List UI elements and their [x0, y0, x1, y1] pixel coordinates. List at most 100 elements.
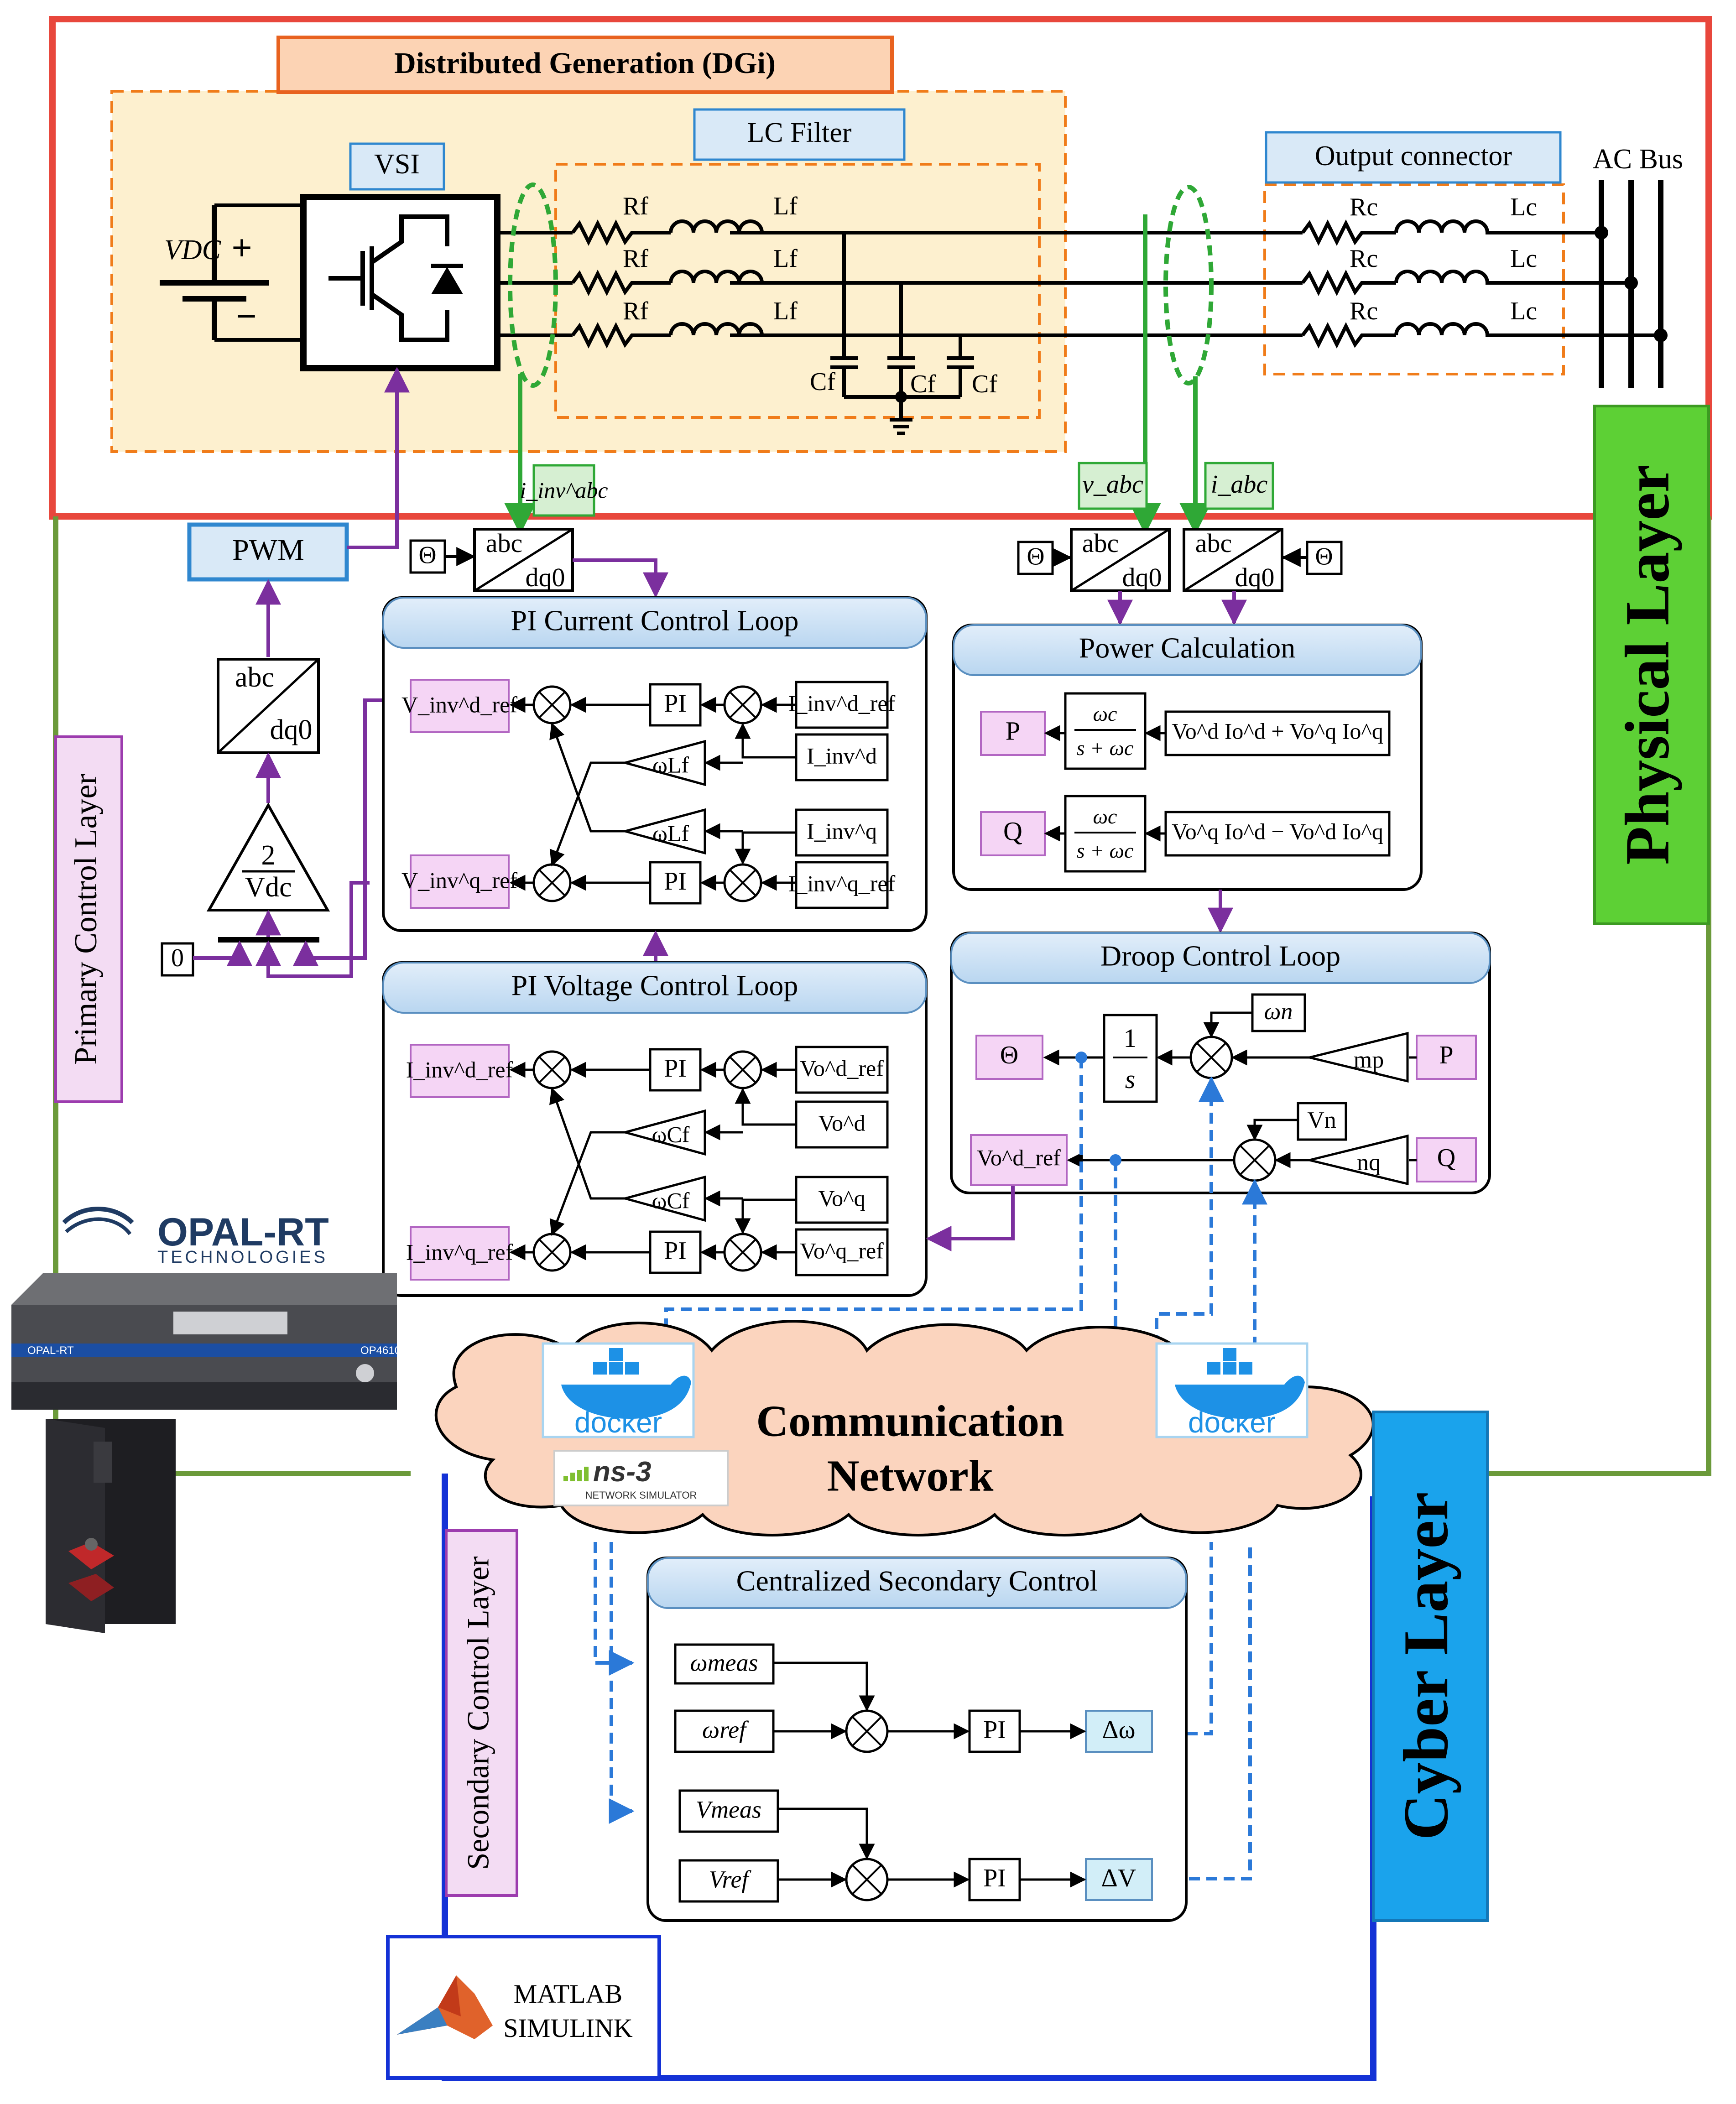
lc-label-3: Lc [1510, 297, 1537, 325]
dc-source [160, 203, 303, 342]
lf-label-2: Lf [773, 245, 798, 273]
vsi-label: VSI [374, 149, 420, 180]
droop-vo-ref-box [970, 1134, 1068, 1186]
secondary-control-header [647, 1557, 1187, 1609]
v-meas-box [678, 1789, 779, 1833]
voltage-vq-ref: Vo^q_ref [800, 1238, 884, 1263]
output-connector-region [1263, 183, 1565, 375]
v-abc-label: v_abc [1082, 470, 1143, 499]
current-id-ref: I_inv^d_ref [788, 690, 896, 716]
droop-vo-ref: Vo^d_ref [977, 1145, 1061, 1170]
lf-label-3: Lf [773, 297, 798, 325]
power-calc-title: Power Calculation [1079, 632, 1296, 664]
opal-unit-brand: OPAL-RT [27, 1344, 74, 1357]
rf-label-1: Rf [623, 192, 648, 220]
theta-box-v [1017, 541, 1054, 575]
power-tf-q-den: s + ωc [1077, 839, 1134, 862]
droop-nq-gain [1309, 1134, 1409, 1186]
theta-current: Θ [419, 541, 437, 568]
droop-header [950, 932, 1491, 984]
docker-logo-left: docker [542, 1342, 695, 1439]
current-iq-box [795, 808, 889, 857]
physical-layer-title: Physical Layer [1612, 464, 1682, 865]
matlab-simulink-logo: MATLAB SIMULINK [386, 1935, 661, 2080]
voltage-iq-ref-box [410, 1226, 510, 1281]
droop-title: Droop Control Loop [1100, 940, 1340, 972]
matlab-line1: MATLAB [514, 1979, 622, 2009]
power-p: P [1006, 716, 1020, 745]
droop-wn-box [1251, 993, 1306, 1032]
physical-layer-tag [1593, 405, 1710, 925]
current-pi-d-label: PI [664, 689, 687, 718]
i-inv-label: i_inv^abc [520, 477, 608, 503]
voltage-vd-box [795, 1100, 889, 1149]
primary-layer-tag [54, 735, 123, 1103]
dg-title-box [276, 36, 894, 94]
power-p-box [980, 711, 1046, 756]
voltage-current-sensor-ellipse [1163, 185, 1214, 385]
w-ref-box [674, 1709, 775, 1753]
rf-label-3: Rf [623, 297, 648, 325]
diode-symbol [431, 267, 463, 294]
matlab-line2: SIMULINK [503, 2013, 633, 2043]
dc-plus: + [231, 228, 252, 268]
network-line1: Communication [756, 1396, 1064, 1446]
desktop-pc [46, 1419, 176, 1633]
voltage-vq: Vo^q [818, 1185, 865, 1211]
ns3-sub: NETWORK SIMULATOR [585, 1489, 697, 1501]
ns3-logo: ns-3 NETWORK SIMULATOR [553, 1450, 729, 1506]
dc-minus: − [236, 297, 257, 337]
vdc-label: VDC [164, 234, 221, 266]
w-ref: ωref [702, 1716, 749, 1743]
theta-box-current [409, 539, 446, 574]
v-ref-box [678, 1859, 779, 1903]
dw: Δω [1102, 1716, 1136, 1744]
power-q-expr-box [1164, 811, 1391, 857]
theta-box-i [1306, 541, 1343, 575]
cyber-layer-tag [1372, 1411, 1489, 1922]
voltage-vd-ref-box [795, 1046, 889, 1094]
ac-bus-label: AC Bus [1593, 144, 1683, 175]
droop-q-box [1416, 1137, 1477, 1182]
i-abc-label-box [1204, 462, 1274, 510]
dw-box [1085, 1710, 1153, 1753]
rf-label-2: Rf [623, 245, 648, 273]
opal-rt-simulator: OPAL-RT OP4610 [11, 1273, 401, 1410]
secondary-layer-tag [445, 1529, 518, 1897]
docker-logo-right: docker [1155, 1342, 1309, 1439]
power-calc-header [953, 624, 1422, 676]
dq0-label-v: dq0 [1122, 562, 1162, 592]
voltage-wc-top: ωCf [652, 1121, 690, 1147]
power-p-expr-box [1164, 710, 1391, 756]
lc-label-2: Lc [1510, 245, 1537, 273]
theta-i: Θ [1315, 542, 1333, 570]
physical-layer-border [49, 16, 1712, 520]
current-wl-top: ωLf [652, 752, 689, 777]
droop-p-box [1416, 1035, 1477, 1080]
docker-label-right: docker [1188, 1406, 1276, 1439]
cf-label-1: Cf [810, 368, 835, 396]
current-sensor-ellipse [508, 182, 558, 388]
abc-label-current: abc [486, 528, 523, 558]
droop-nq: nq [1357, 1150, 1381, 1176]
opal-rt-logo: OPAL-RT TECHNOLOGIES [62, 1207, 329, 1267]
power-p-expr: Vo^d Io^d + Vo^q Io^q [1172, 718, 1383, 744]
voltage-pi-q-label: PI [664, 1237, 687, 1265]
v-meas: Vmeas [696, 1796, 761, 1823]
docker-label-left: docker [574, 1406, 662, 1439]
current-wl-bot: ωLf [652, 820, 689, 846]
abc-label-i: abc [1195, 528, 1232, 558]
lf-label-1: Lf [773, 192, 798, 220]
dq0-label-i: dq0 [1235, 562, 1275, 592]
voltage-id-ref: I_inv^d_ref [406, 1057, 513, 1082]
cf-label-2: Cf [910, 370, 936, 398]
zero-const: 0 [171, 944, 184, 972]
primary-layer-title: Primary Control Layer [68, 774, 104, 1065]
secondary-control-title: Centralized Secondary Control [736, 1565, 1098, 1597]
current-vq-ref-box [410, 854, 510, 909]
output-connector-label-box [1265, 131, 1562, 184]
rc-label-3: Rc [1350, 297, 1378, 325]
w-meas: ωmeas [690, 1649, 758, 1676]
power-q-expr: Vo^q Io^d − Vo^d Io^q [1172, 818, 1383, 844]
